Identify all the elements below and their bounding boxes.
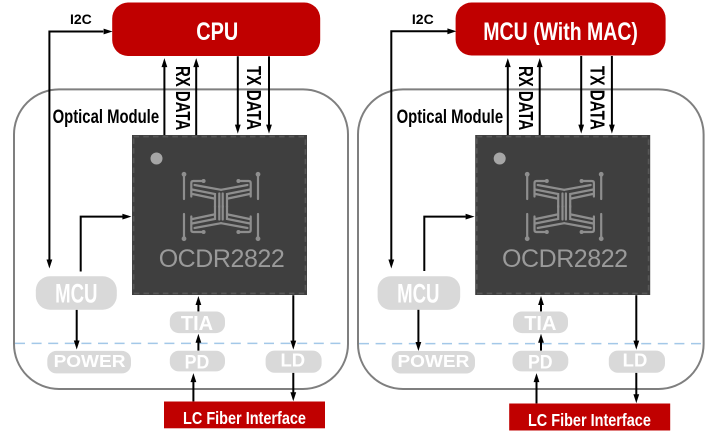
svg-text:RX DATA: RX DATA bbox=[514, 66, 537, 130]
svg-text:OCDR2822: OCDR2822 bbox=[502, 245, 628, 273]
svg-text:I2C: I2C bbox=[412, 11, 434, 27]
svg-text:LD: LD bbox=[280, 350, 305, 371]
svg-text:MCU (With MAC): MCU (With MAC) bbox=[483, 17, 638, 45]
svg-text:LC Fiber Interface: LC Fiber Interface bbox=[183, 410, 306, 428]
svg-text:CPU: CPU bbox=[196, 18, 238, 46]
svg-text:LD: LD bbox=[623, 350, 648, 371]
svg-text:TIA: TIA bbox=[524, 313, 556, 335]
svg-text:Optical Module: Optical Module bbox=[53, 105, 159, 127]
svg-text:RX DATA: RX DATA bbox=[172, 66, 195, 130]
svg-text:POWER: POWER bbox=[54, 350, 126, 370]
svg-text:PD: PD bbox=[528, 351, 553, 373]
svg-text:POWER: POWER bbox=[397, 351, 469, 371]
svg-text:I2C: I2C bbox=[70, 11, 92, 27]
svg-text:Optical Module: Optical Module bbox=[397, 105, 503, 127]
svg-text:MCU: MCU bbox=[55, 278, 97, 308]
svg-text:LC Fiber Interface: LC Fiber Interface bbox=[528, 412, 651, 430]
svg-text:TX DATA: TX DATA bbox=[242, 66, 265, 130]
svg-text:MCU: MCU bbox=[397, 278, 439, 308]
svg-text:TX DATA: TX DATA bbox=[586, 66, 609, 130]
svg-text:OCDR2822: OCDR2822 bbox=[159, 245, 285, 273]
svg-text:TIA: TIA bbox=[181, 313, 213, 335]
svg-text:PD: PD bbox=[185, 351, 210, 373]
